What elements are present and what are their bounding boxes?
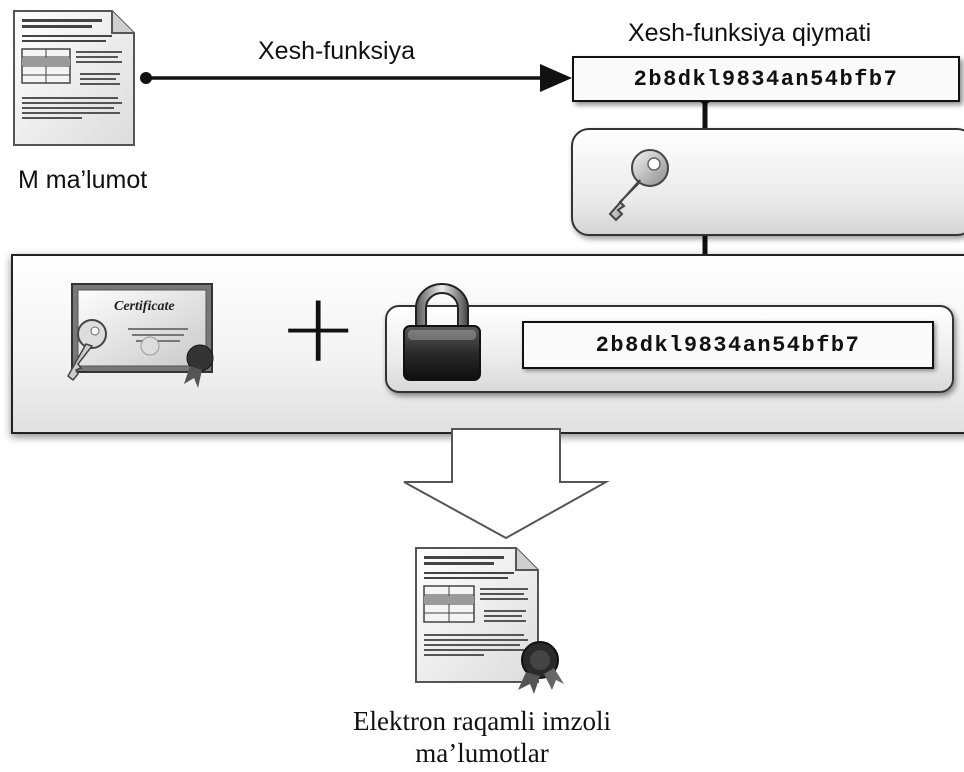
result-caption: Elektron raqamli imzoli ma’lumotlar (282, 705, 682, 769)
hash-function-label: Xesh-funksiya (258, 37, 416, 65)
signed-document-icon (412, 544, 572, 694)
certificate-icon: Certificate (62, 280, 222, 390)
down-arrow-icon (400, 428, 610, 540)
hash-value-title: Xesh-funksiya qiymati (628, 19, 872, 47)
key-icon (598, 144, 678, 224)
source-document-icon (8, 5, 140, 150)
result-caption-line2: ma’lumotlar (415, 738, 549, 768)
certificate-text: Certificate (114, 299, 175, 314)
message-label: M ma’lumot (18, 166, 148, 194)
hash-value-box: 2b8dkl9834an54bfb7 (572, 56, 960, 102)
plus-sign: + (278, 272, 359, 384)
result-caption-line1: Elektron raqamli imzoli (353, 706, 611, 736)
padlock-icon (398, 282, 486, 384)
encrypted-hash-box: 2b8dkl9834an54bfb7 (522, 321, 934, 369)
private-key-panel (571, 128, 964, 236)
